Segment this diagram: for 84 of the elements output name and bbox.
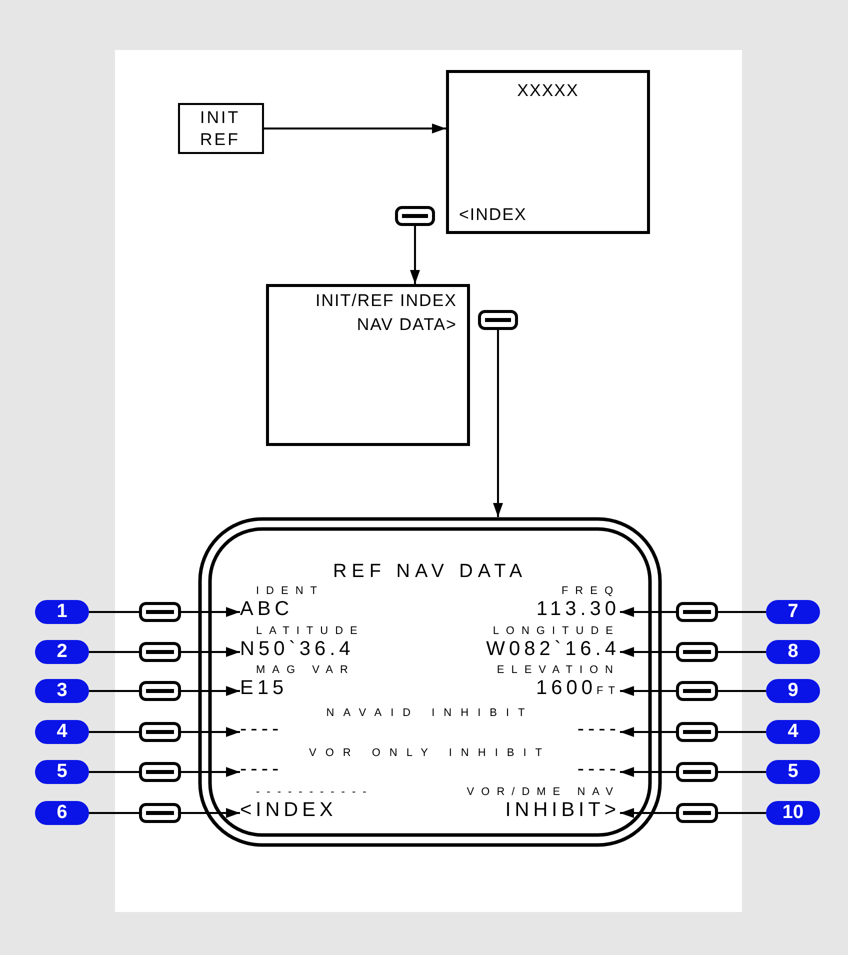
callout-number: 5 (766, 760, 820, 784)
field-value: <INDEX (240, 799, 337, 821)
arrow (620, 767, 676, 777)
line-select-key (676, 681, 718, 701)
connector-line (718, 812, 766, 814)
line-select-key (676, 762, 718, 782)
field-value: INHIBIT> (505, 799, 620, 821)
field-label: ELEVATION (496, 664, 620, 677)
field-value: ---- (240, 718, 283, 740)
callout-number: 6 (35, 801, 89, 825)
field-label: MAG VAR (255, 664, 356, 677)
section-heading: NAVAID INHIBIT (325, 707, 535, 719)
connector-line (718, 731, 766, 733)
field-label: VOR/DME NAV (466, 786, 620, 799)
callout-number: 10 (766, 801, 820, 825)
arrow (410, 226, 420, 284)
screen-title: REF NAV DATA (332, 561, 528, 583)
connector-line (89, 731, 139, 733)
field-value: 113.30 (536, 598, 620, 620)
field-value: ---- (240, 758, 283, 780)
arrow (493, 330, 503, 517)
field-label: FREQ (560, 585, 620, 598)
callout-number: 2 (35, 640, 89, 664)
field-value: W082`16.4 (486, 638, 620, 660)
arrow (264, 124, 446, 134)
field-value: ---- (577, 758, 620, 780)
field-label: LATITUDE (255, 625, 366, 638)
callout-number: 4 (766, 720, 820, 744)
page-title: XXXXX (516, 81, 580, 101)
connector-line (89, 651, 139, 653)
arrow (620, 686, 676, 696)
line-select-key (139, 602, 181, 622)
connector-line (89, 812, 139, 814)
arrow (181, 808, 240, 818)
field-label: LONGITUDE (492, 625, 620, 638)
connector-line (718, 611, 766, 613)
arrow (620, 647, 676, 657)
line-select-key (139, 681, 181, 701)
display-page (446, 70, 650, 234)
arrow (181, 647, 240, 657)
field-value: N50`36.4 (240, 638, 354, 660)
connector-line (718, 771, 766, 773)
section-heading: VOR ONLY INHIBIT (308, 747, 552, 759)
connector-line (718, 690, 766, 692)
menu-prompt: <INDEX (459, 205, 527, 225)
arrow (181, 767, 240, 777)
function-key: INIT REF (178, 103, 264, 154)
page-title: INIT/REF INDEX (315, 291, 457, 311)
callout-number: 4 (35, 720, 89, 744)
line-select-key (139, 642, 181, 662)
arrow (181, 727, 240, 737)
arrow (620, 808, 676, 818)
line-select-key (139, 722, 181, 742)
line-select-key (139, 803, 181, 823)
arrow (620, 607, 676, 617)
arrow (181, 686, 240, 696)
line-select-key (676, 722, 718, 742)
line-select-key (676, 642, 718, 662)
callout-number: 3 (35, 679, 89, 703)
field-value: ---- (577, 718, 620, 740)
callout-number: 8 (766, 640, 820, 664)
field-value: ABC (240, 598, 294, 620)
connector-line (89, 771, 139, 773)
unit-label: FT (596, 685, 620, 697)
connector-line (89, 690, 139, 692)
field-label: IDENT (255, 585, 325, 598)
callout-number: 1 (35, 600, 89, 624)
line-select-key (395, 206, 435, 226)
callout-number: 7 (766, 600, 820, 624)
field-label: ----------- (255, 786, 374, 799)
arrow (181, 607, 240, 617)
display-page (266, 284, 470, 446)
line-select-key (676, 602, 718, 622)
arrow (620, 727, 676, 737)
field-value: E15 (240, 677, 288, 699)
line-select-key (478, 310, 518, 330)
connector-line (89, 611, 139, 613)
callout-number: 9 (766, 679, 820, 703)
field-value: 1600 (536, 677, 597, 699)
line-select-key (676, 803, 718, 823)
menu-prompt: NAV DATA> (356, 315, 457, 335)
connector-line (718, 651, 766, 653)
callout-number: 5 (35, 760, 89, 784)
line-select-key (139, 762, 181, 782)
